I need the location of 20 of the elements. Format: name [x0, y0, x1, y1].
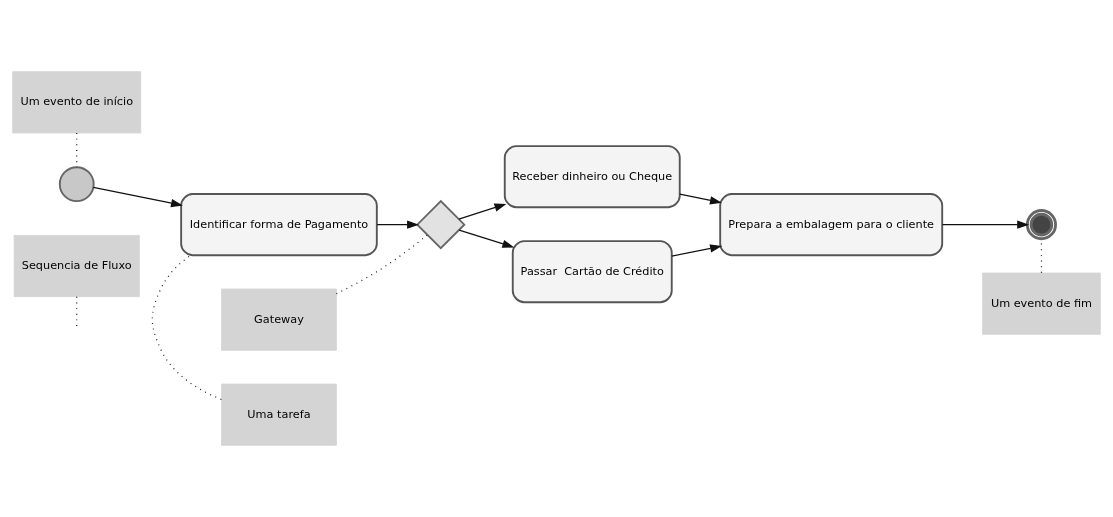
arrow	[671, 244, 722, 257]
arrow	[458, 203, 507, 220]
connector	[335, 234, 428, 295]
node-box: Um evento de início	[12, 71, 142, 134]
node-circle	[58, 166, 95, 203]
node-box: Um evento de fim	[982, 272, 1101, 335]
node-box: Receber dinheiro ou Cheque	[503, 145, 681, 209]
arrow	[376, 220, 419, 229]
connector	[151, 254, 222, 401]
node-box: Uma tarefa	[221, 383, 337, 446]
arrow	[679, 193, 722, 205]
node-diamond	[415, 199, 466, 250]
node-box: Identificar forma de Pagamento	[180, 193, 378, 257]
arrow	[92, 186, 183, 208]
node-box: Prepara a embalagem para o cliente	[719, 193, 944, 257]
arrow	[458, 229, 515, 248]
node-box: Sequencia de Fluxo	[13, 235, 140, 298]
node-box: Passar Cartão de Crédito	[511, 240, 673, 304]
arrow	[941, 220, 1030, 229]
node-box: Gateway	[221, 288, 337, 351]
